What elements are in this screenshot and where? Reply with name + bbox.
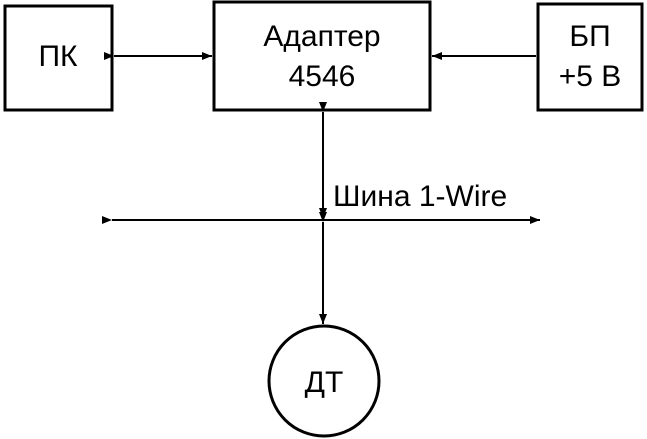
sensor-node: ДТ <box>267 324 381 438</box>
adapter-box <box>212 0 432 112</box>
power-box <box>536 2 644 112</box>
power-label-line1: БП <box>569 20 610 53</box>
pc-box <box>3 4 114 112</box>
power-label-line2: +5 В <box>559 60 622 93</box>
adapter-label-line1: Адаптер <box>263 20 380 53</box>
adapter-label-line2: 4546 <box>289 60 356 93</box>
pc-label: ПК <box>38 40 78 73</box>
sensor-circle <box>267 324 381 438</box>
sensor-label: ДТ <box>305 366 344 399</box>
power-node: БП +5 В <box>536 2 644 112</box>
bus-label: Шина 1-Wire <box>333 180 507 213</box>
adapter-node: Адаптер 4546 <box>212 0 432 112</box>
pc-node: ПК <box>3 4 114 112</box>
